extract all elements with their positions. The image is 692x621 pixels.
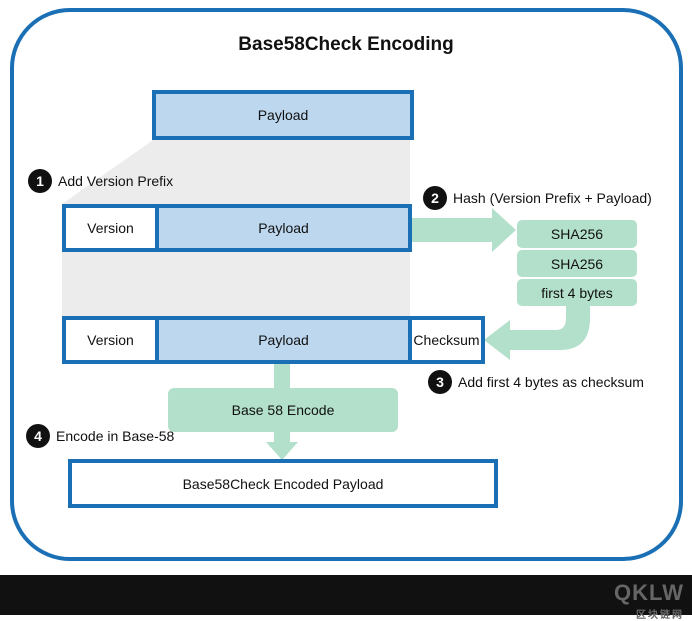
- step-number: 4: [26, 424, 50, 448]
- step-2: 2 Hash (Version Prefix + Payload): [423, 186, 652, 210]
- diagram-title: Base58Check Encoding: [238, 34, 454, 55]
- expansion-shade: [62, 138, 410, 204]
- step-number: 2: [423, 186, 447, 210]
- step-label: Hash (Version Prefix + Payload): [453, 190, 652, 206]
- checksum-return-arrow: [484, 306, 590, 360]
- diagram-frame: [10, 8, 683, 561]
- step-label: Add first 4 bytes as checksum: [458, 374, 644, 390]
- version-box: Version: [62, 204, 159, 252]
- carry-shade: [62, 250, 410, 316]
- version-box: Version: [62, 316, 159, 364]
- step-label: Encode in Base-58: [56, 428, 175, 444]
- payload-box: Payload: [152, 90, 414, 140]
- footer-bar: [0, 575, 692, 615]
- base58-encode-step: Base 58 Encode: [168, 388, 398, 432]
- hash-arrow: [410, 208, 516, 252]
- step-number: 3: [428, 370, 452, 394]
- step-3: 3 Add first 4 bytes as checksum: [428, 370, 644, 394]
- watermark-subtext: 区块链网: [636, 610, 684, 621]
- sha256-step: SHA256: [517, 220, 637, 248]
- encode-arrow: [266, 432, 298, 460]
- payload-box: Payload: [155, 204, 412, 252]
- sha256-step: SHA256: [517, 250, 637, 277]
- payload-box: Payload: [155, 316, 412, 364]
- watermark-text: QKLW: [614, 580, 684, 605]
- encoded-payload-box: Base58Check Encoded Payload: [68, 459, 498, 508]
- first-4-bytes-step: first 4 bytes: [517, 279, 637, 306]
- step-number: 1: [28, 169, 52, 193]
- step-label: Add Version Prefix: [58, 173, 174, 189]
- step-1: 1 Add Version Prefix: [28, 169, 173, 193]
- checksum-box: Checksum: [408, 316, 485, 364]
- encode-stem-top: [274, 362, 290, 390]
- step-4: 4 Encode in Base-58: [26, 424, 174, 448]
